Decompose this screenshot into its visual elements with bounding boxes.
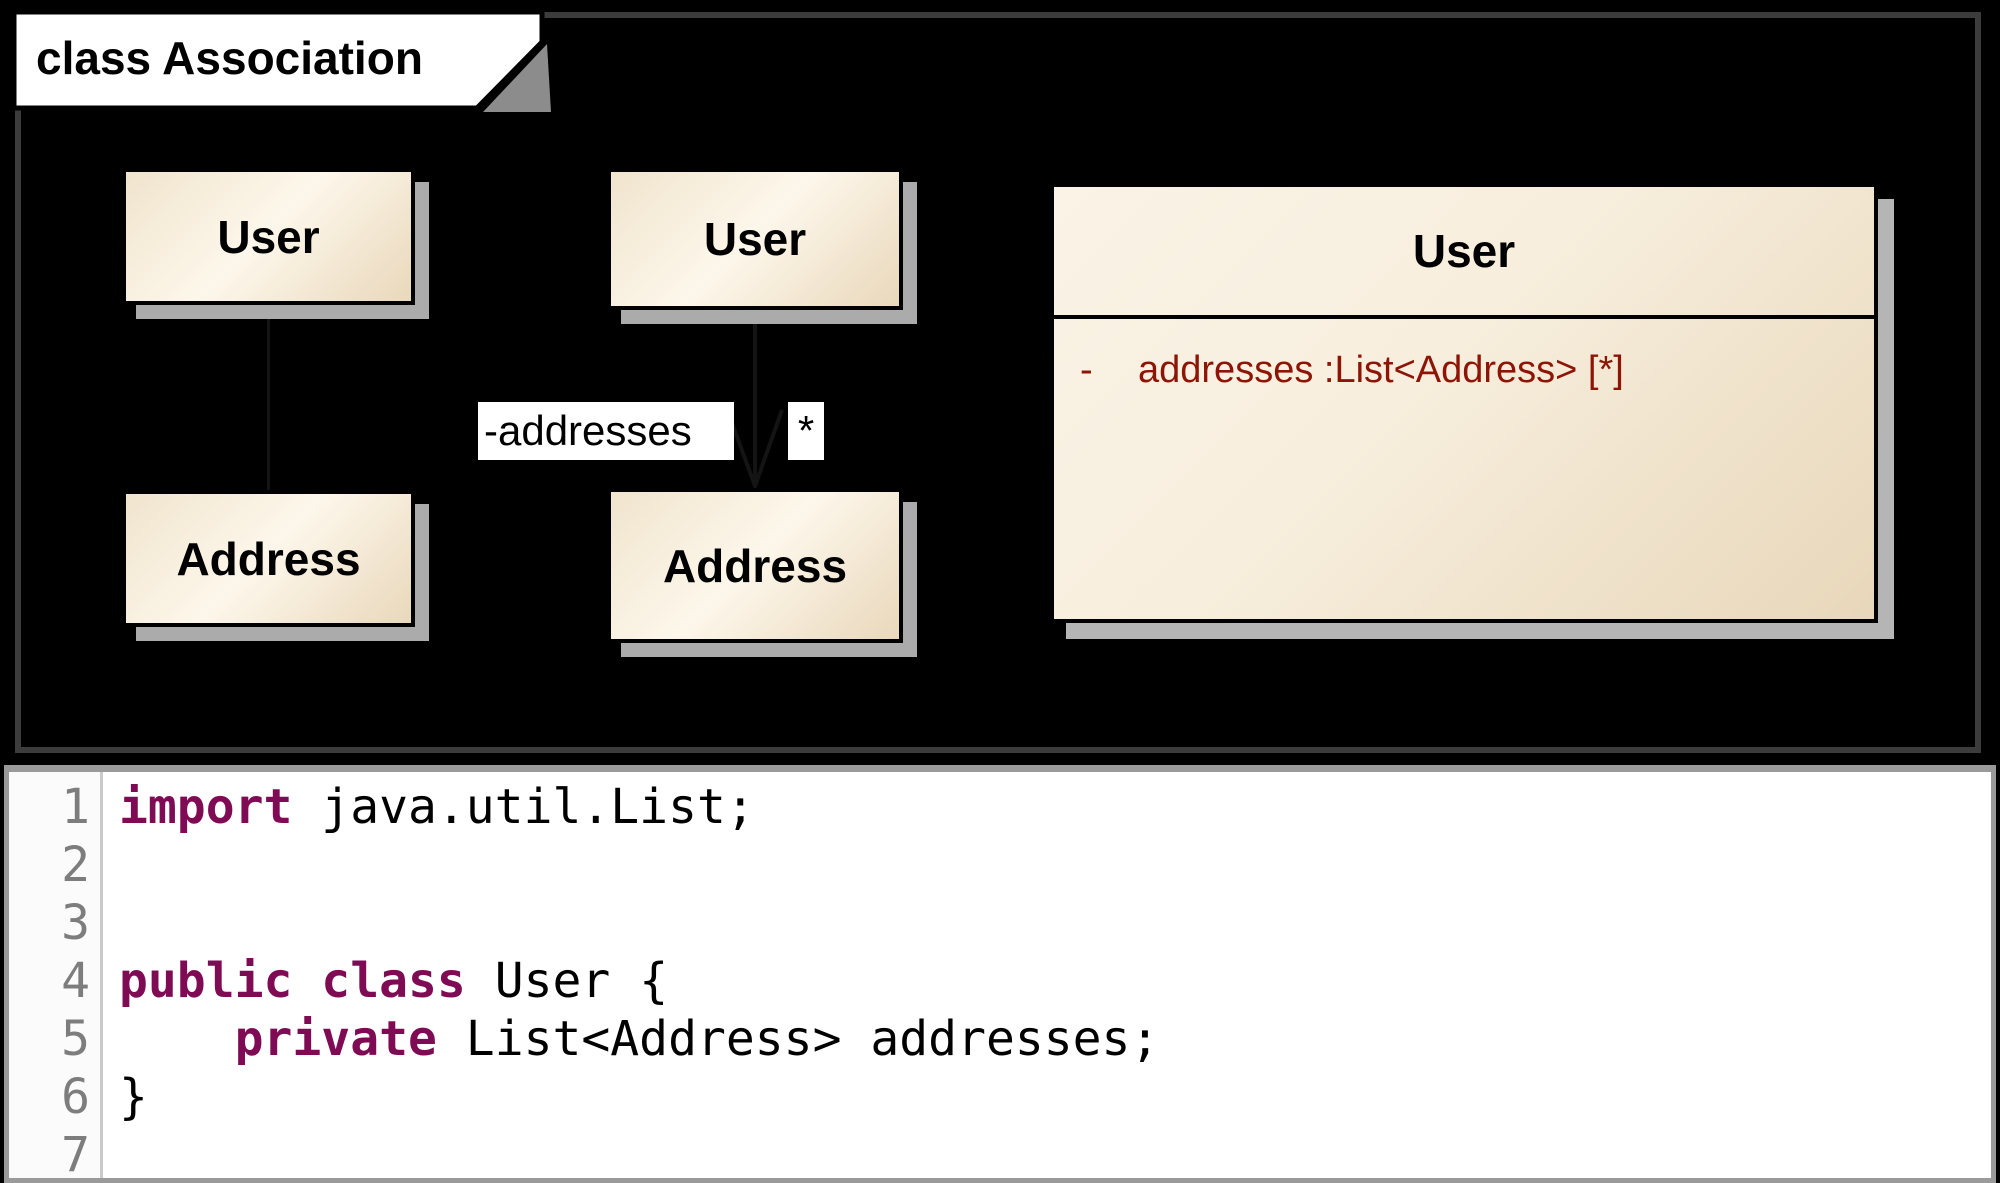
code-line (119, 894, 1991, 952)
line-number: 6 (61, 1069, 90, 1125)
code-line: private List<Address> addresses; (119, 1010, 1991, 1068)
frame-title: class Association (36, 32, 423, 84)
code-keyword: class (321, 953, 466, 1009)
attribute-visibility-marker: - (1080, 349, 1093, 391)
class-name-label: Address (176, 532, 361, 585)
class-name-label: Address (662, 539, 848, 592)
uml-diagram-frame (15, 12, 1981, 753)
code-text: } (119, 1069, 148, 1125)
line-number: 3 (61, 895, 90, 951)
line-number-gutter: 1 2 3 4 5 6 7 (9, 772, 103, 1178)
code-text: java.util.List; (292, 779, 755, 835)
class-name-label: User (703, 213, 807, 265)
attribute-text: addresses :List<Address> [*] (1138, 349, 1624, 391)
code-text (292, 953, 321, 1009)
class-box-user-2: User (607, 168, 903, 310)
code-line: import java.util.List; (119, 778, 1991, 836)
code-text (119, 1011, 235, 1067)
tab-pentagon (11, 9, 545, 111)
association-connector-plain (267, 305, 270, 491)
code-line (119, 836, 1991, 894)
line-number: 1 (61, 779, 90, 835)
tab-shadow (483, 44, 551, 112)
code-line: public class User { (119, 952, 1991, 1010)
association-role-label: -addresses (478, 402, 734, 460)
code-keyword: import (119, 779, 293, 835)
frame-title-tab (11, 9, 551, 112)
association-multiplicity-label: * (788, 402, 824, 460)
code-line (119, 1126, 1991, 1178)
class-box-user-detailed: User - addresses :List<Address> [*] (1050, 183, 1878, 623)
code-keyword: private (234, 1011, 437, 1067)
code-text: User { (465, 953, 669, 1009)
code-text-area[interactable]: import java.util.List; public class User… (103, 772, 1991, 1178)
class-title-compartment: User (1054, 187, 1874, 319)
line-number: 2 (61, 837, 90, 893)
code-editor[interactable]: 1 2 3 4 5 6 7 import java.util.List; pub… (4, 765, 1996, 1183)
line-number: 7 (61, 1127, 90, 1183)
line-number: 5 (61, 1011, 90, 1067)
class-name-label: User (217, 210, 320, 263)
class-name-label: User (1412, 225, 1516, 277)
line-number: 4 (61, 953, 90, 1009)
class-box-address-2: Address (607, 488, 903, 643)
attribute-row: - addresses :List<Address> [*] (1054, 341, 1874, 399)
code-line: } (119, 1068, 1991, 1126)
open-arrowhead-icon (726, 409, 784, 490)
class-box-user-1: User (122, 168, 415, 305)
class-box-address-1: Address (122, 490, 415, 627)
association-connector-arrow (726, 308, 784, 490)
code-text: List<Address> addresses; (436, 1011, 1160, 1067)
code-keyword: public (119, 953, 293, 1009)
